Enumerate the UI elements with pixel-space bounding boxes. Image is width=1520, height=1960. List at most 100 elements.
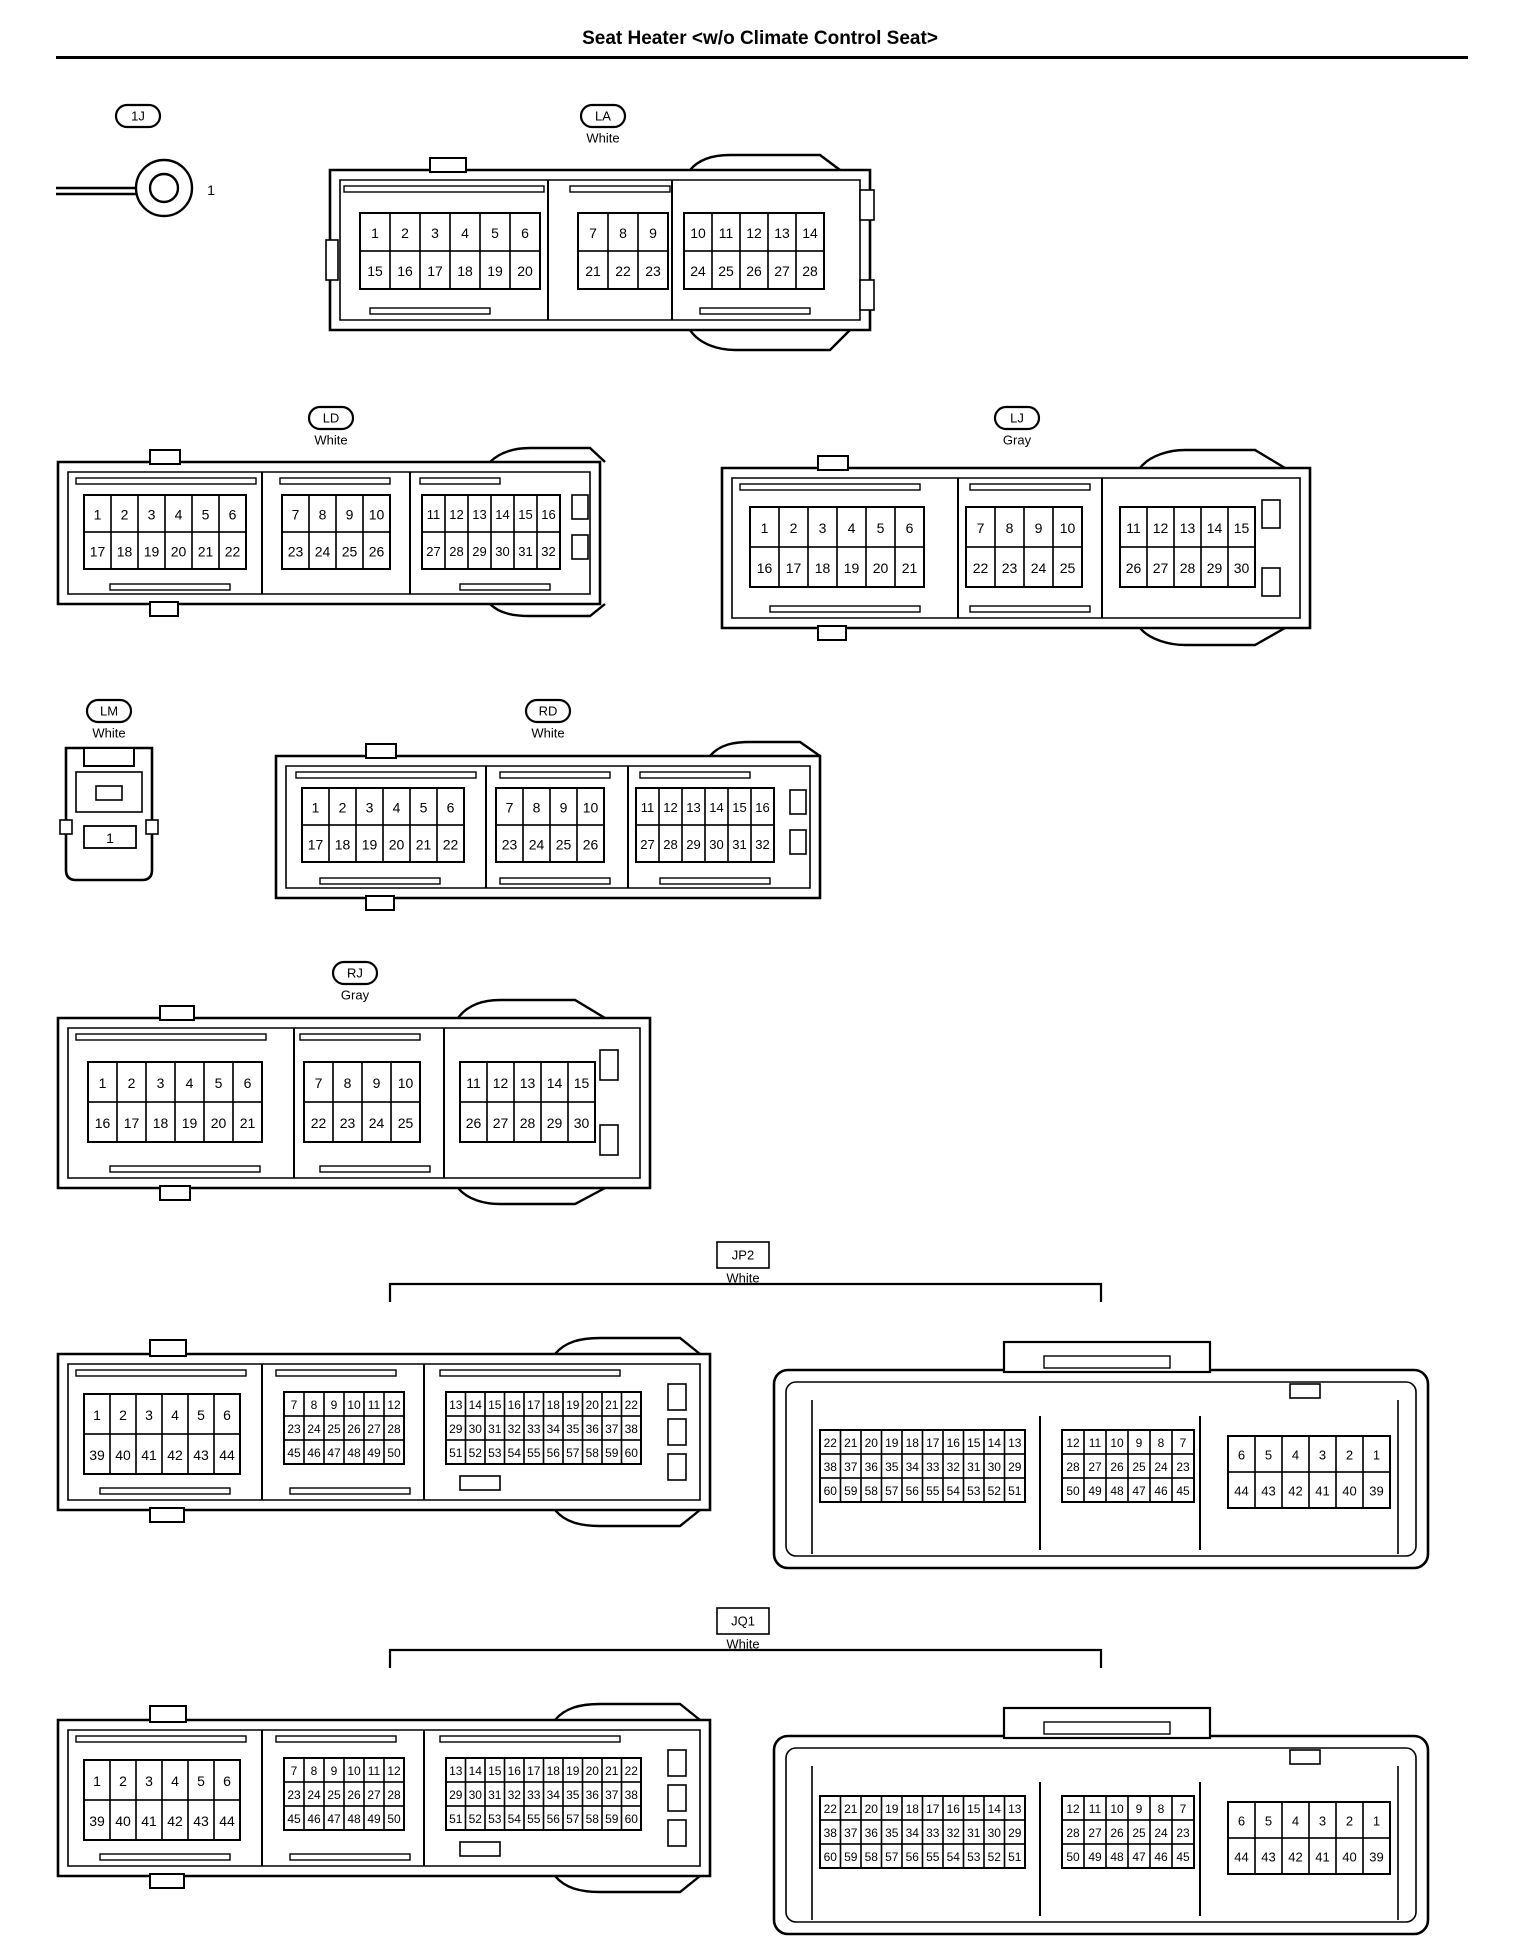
pin-cell [536, 531, 561, 570]
latch-slot [459, 1841, 501, 1857]
pin-number: 3 [145, 1407, 153, 1423]
pin-number: 53 [967, 1850, 981, 1864]
pin-number: 8 [344, 1075, 352, 1091]
pin-cell [1003, 1477, 1026, 1503]
pin-number: 16 [508, 1764, 522, 1778]
pin-number: 7 [315, 1075, 323, 1091]
pin-number: 60 [824, 1850, 838, 1864]
pin-number: 17 [786, 560, 802, 576]
pin-number: 47 [327, 1446, 341, 1460]
pin-number: 37 [844, 1826, 858, 1840]
pin-number: 26 [347, 1788, 361, 1802]
pin-number: 40 [1342, 1484, 1356, 1499]
pin-number: 20 [211, 1115, 227, 1131]
pin-number: 8 [533, 800, 541, 816]
pin-number: 3 [157, 1075, 165, 1091]
pin-number: 31 [967, 1826, 981, 1840]
pin-number: 29 [1008, 1826, 1022, 1840]
pin-number: 20 [586, 1764, 600, 1778]
pin-number: 28 [1066, 1826, 1080, 1840]
housing-inner [731, 477, 1301, 619]
pin-number: 20 [389, 837, 405, 853]
pin-number: 48 [347, 1812, 361, 1826]
pin-number: 24 [690, 263, 706, 279]
pin-number: 8 [1158, 1436, 1165, 1450]
pin-number: 9 [1136, 1802, 1143, 1816]
pin-number: 15 [518, 507, 532, 522]
connector-code: JP2 [732, 1248, 754, 1263]
rib [289, 1487, 411, 1495]
pin-number: 22 [824, 1436, 838, 1450]
pin-number: 26 [347, 1422, 361, 1436]
pin-number: 11 [641, 800, 655, 815]
pin-number: 24 [529, 837, 545, 853]
bottom-foot [149, 601, 179, 617]
pin-number: 13 [774, 225, 790, 241]
pin-number: 53 [488, 1446, 502, 1460]
rib [75, 1735, 247, 1743]
pin-number: 12 [663, 800, 677, 815]
bottom-foot [817, 625, 847, 641]
pin-number: 10 [347, 1398, 361, 1412]
pin-number: 9 [331, 1764, 338, 1778]
pin-number: 27 [426, 544, 440, 559]
pin-number: 5 [491, 225, 499, 241]
pin-number: 8 [311, 1764, 318, 1778]
side-notch [325, 239, 339, 281]
connector-color: Gray [341, 988, 370, 1003]
pin-number: 20 [586, 1398, 600, 1412]
pin-cell [362, 531, 391, 570]
pin-number: 56 [547, 1812, 561, 1826]
pin-number: 56 [906, 1484, 920, 1498]
pin-number: 32 [947, 1460, 961, 1474]
pin-number: 6 [223, 1407, 231, 1423]
pin-number: 50 [1066, 1850, 1080, 1864]
connector-color: White [726, 1637, 759, 1652]
pin-number: 29 [449, 1788, 463, 1802]
pin-number: 23 [287, 1788, 301, 1802]
pin-number: 28 [449, 544, 463, 559]
pin-number: 26 [1110, 1826, 1124, 1840]
housing-inner [67, 1729, 701, 1867]
pin-number: 7 [506, 800, 514, 816]
pin-number: 1 [1373, 1448, 1380, 1463]
pin-number: 18 [153, 1115, 169, 1131]
pin-number: 7 [977, 520, 985, 536]
pin-number: 34 [906, 1826, 920, 1840]
page-title: Seat Heater <w/o Climate Control Seat> [582, 28, 938, 49]
pin-number: 8 [1158, 1802, 1165, 1816]
title-rule [56, 56, 1468, 59]
pin-number: 51 [449, 1446, 463, 1460]
rib [459, 583, 551, 591]
pin-number: 48 [347, 1446, 361, 1460]
pin-number: 38 [824, 1826, 838, 1840]
pin-number: 30 [469, 1788, 483, 1802]
pin-number: 13 [1180, 520, 1196, 536]
pin-number: 21 [240, 1115, 256, 1131]
pin-number: 44 [219, 1813, 235, 1829]
pin-number: 16 [757, 560, 773, 576]
housing-inner [67, 1027, 641, 1179]
connector-tag [524, 698, 572, 724]
pin-number: 56 [547, 1446, 561, 1460]
rib [109, 1165, 261, 1173]
pin-number: 11 [1089, 1436, 1102, 1450]
pin-number: 2 [119, 1407, 127, 1423]
pin-cell [620, 1439, 642, 1465]
pin-number: 14 [709, 800, 723, 815]
pin-number: 6 [1238, 1814, 1245, 1829]
pin-number: 41 [141, 1813, 157, 1829]
pin-block [83, 825, 137, 849]
pin-number: 7 [291, 1398, 298, 1412]
pin-number: 37 [605, 1422, 619, 1436]
pin-number: 39 [89, 1447, 105, 1463]
pin-number: 7 [1180, 1802, 1187, 1816]
pin-number: 9 [1136, 1436, 1143, 1450]
pin-number: 24 [1154, 1460, 1168, 1474]
pin-number: 19 [885, 1802, 899, 1816]
pin-cell [637, 250, 669, 290]
pin-number: 1 [761, 520, 769, 536]
pin-number: 2 [1346, 1448, 1353, 1463]
